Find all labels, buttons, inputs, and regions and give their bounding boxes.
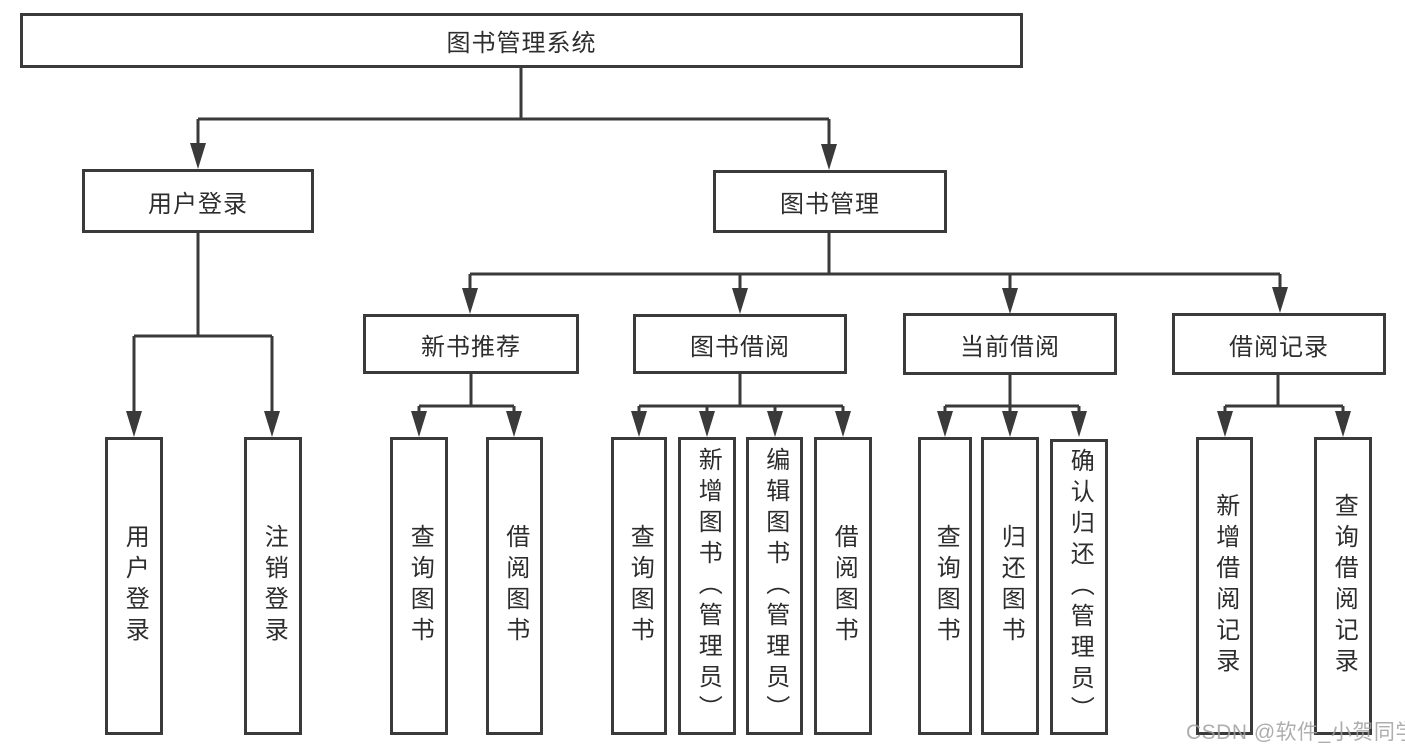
- node-leaf-query-book-1: 查询图书: [390, 437, 448, 735]
- leaf-label: 用户登录: [121, 524, 149, 648]
- node-leaf-add-book-admin: 新增图书（管理员）: [678, 437, 736, 735]
- node-leaf-confirm-return-admin: 确认归还（管理员）: [1050, 439, 1108, 735]
- connector-book-borrow-children: [631, 374, 851, 437]
- connector-borrow-record-children: [1217, 375, 1351, 437]
- node-leaf-add-borrow-record: 新增借阅记录: [1196, 437, 1253, 735]
- leaf-label: 编辑图书（管理员）: [761, 446, 789, 726]
- node-borrow-record: 借阅记录: [1172, 313, 1386, 375]
- node-leaf-query-book-3: 查询图书: [918, 437, 972, 735]
- leaf-label: 注销登录: [260, 524, 288, 648]
- node-new-book-recommend: 新书推荐: [363, 314, 579, 374]
- leaf-label: 查询图书: [932, 524, 960, 648]
- connector-current-borrow-children: [937, 375, 1087, 437]
- leaf-label: 查询图书: [626, 524, 654, 648]
- connector-root-to-level2: [190, 68, 837, 170]
- leaf-label: 借阅图书: [501, 524, 529, 648]
- node-book-borrow: 图书借阅: [633, 314, 847, 374]
- leaf-label: 查询图书: [406, 524, 434, 648]
- node-leaf-query-book-2: 查询图书: [611, 437, 667, 735]
- leaf-label: 归还图书: [997, 524, 1025, 648]
- leaf-label: 确认归还（管理员）: [1066, 447, 1094, 727]
- csdn-watermark: CSDN @软件_小贺同学: [1186, 721, 1405, 744]
- connector-new-book-children: [411, 374, 522, 437]
- node-leaf-logout: 注销登录: [244, 437, 302, 735]
- leaf-label: 新增借阅记录: [1211, 493, 1239, 679]
- connector-book-mgmt-children: [462, 233, 1288, 314]
- node-leaf-edit-book-admin: 编辑图书（管理员）: [746, 437, 803, 735]
- node-leaf-query-borrow-record: 查询借阅记录: [1314, 437, 1372, 735]
- leaf-label: 新增图书（管理员）: [694, 446, 722, 726]
- node-book-mgmt: 图书管理: [713, 170, 947, 233]
- connector-user-login-children: [126, 233, 280, 437]
- node-current-borrow: 当前借阅: [903, 313, 1117, 375]
- node-leaf-user-login: 用户登录: [105, 437, 163, 735]
- leaf-label: 借阅图书: [830, 524, 858, 648]
- node-user-login: 用户登录: [82, 169, 314, 233]
- node-leaf-return-book: 归还图书: [981, 437, 1039, 735]
- node-leaf-borrow-book-1: 借阅图书: [486, 437, 543, 735]
- leaf-label: 查询借阅记录: [1330, 493, 1358, 679]
- node-root: 图书管理系统: [20, 13, 1023, 68]
- node-leaf-borrow-book-2: 借阅图书: [814, 437, 872, 735]
